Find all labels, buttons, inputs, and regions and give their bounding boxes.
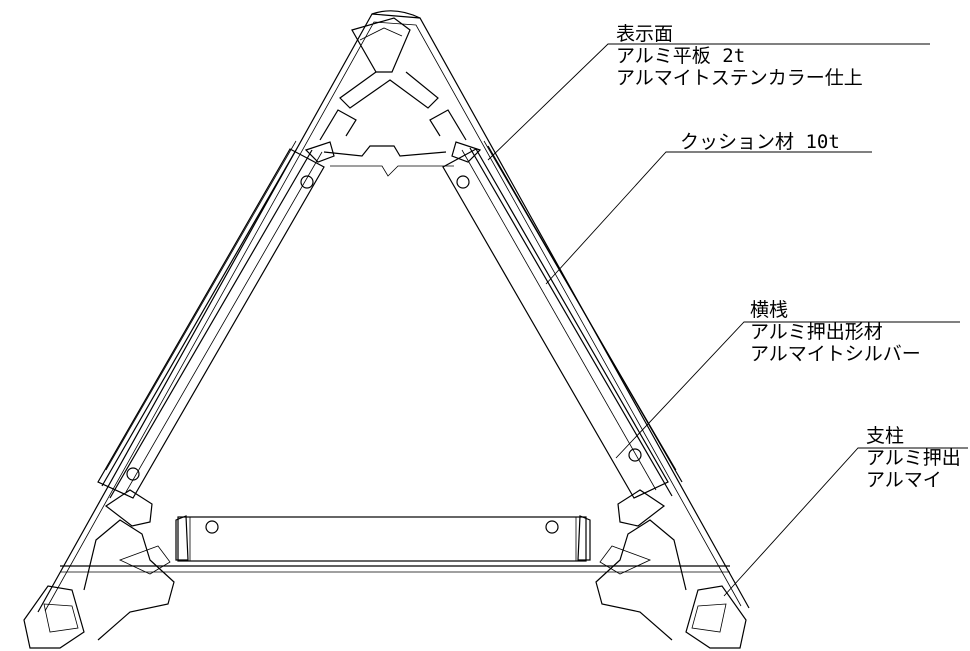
left-crossbar: [97, 140, 325, 499]
inner-triangle-edges: [101, 145, 683, 499]
crossbar-title: 横桟: [750, 299, 788, 321]
display-face-plate: [37, 10, 750, 613]
display-face-line1: アルミ平板 2t: [616, 45, 745, 67]
crossbar-line1: アルミ押出形材: [750, 321, 883, 343]
display-face-line2: アルマイトステンカラー仕上: [616, 67, 863, 89]
crossbar-line2: アルマイトシルバー: [750, 343, 921, 365]
callout-display-face: 表示面 アルミ平板 2t アルマイトステンカラー仕上: [616, 23, 863, 89]
post-line1: アルミ押出: [866, 447, 961, 469]
callout-crossbar: 横桟 アルミ押出形材 アルマイトシルバー: [750, 299, 921, 365]
post-line2: アルマイ: [866, 469, 942, 491]
callout-cushion: クッション材 10t: [680, 131, 840, 153]
cushion-title: クッション材 10t: [680, 131, 840, 153]
leader-lines: [487, 43, 968, 597]
bottom-left-post-profile: [23, 489, 189, 649]
bottom-right-post-profile: [577, 489, 747, 649]
top-post-profile: [304, 17, 482, 177]
callout-post: 支柱 アルミ押出 アルマイ: [866, 425, 961, 491]
display-face-title: 表示面: [616, 23, 673, 45]
post-title: 支柱: [866, 425, 904, 447]
right-crossbar: [442, 140, 677, 499]
bottom-crossbar: [60, 516, 730, 573]
